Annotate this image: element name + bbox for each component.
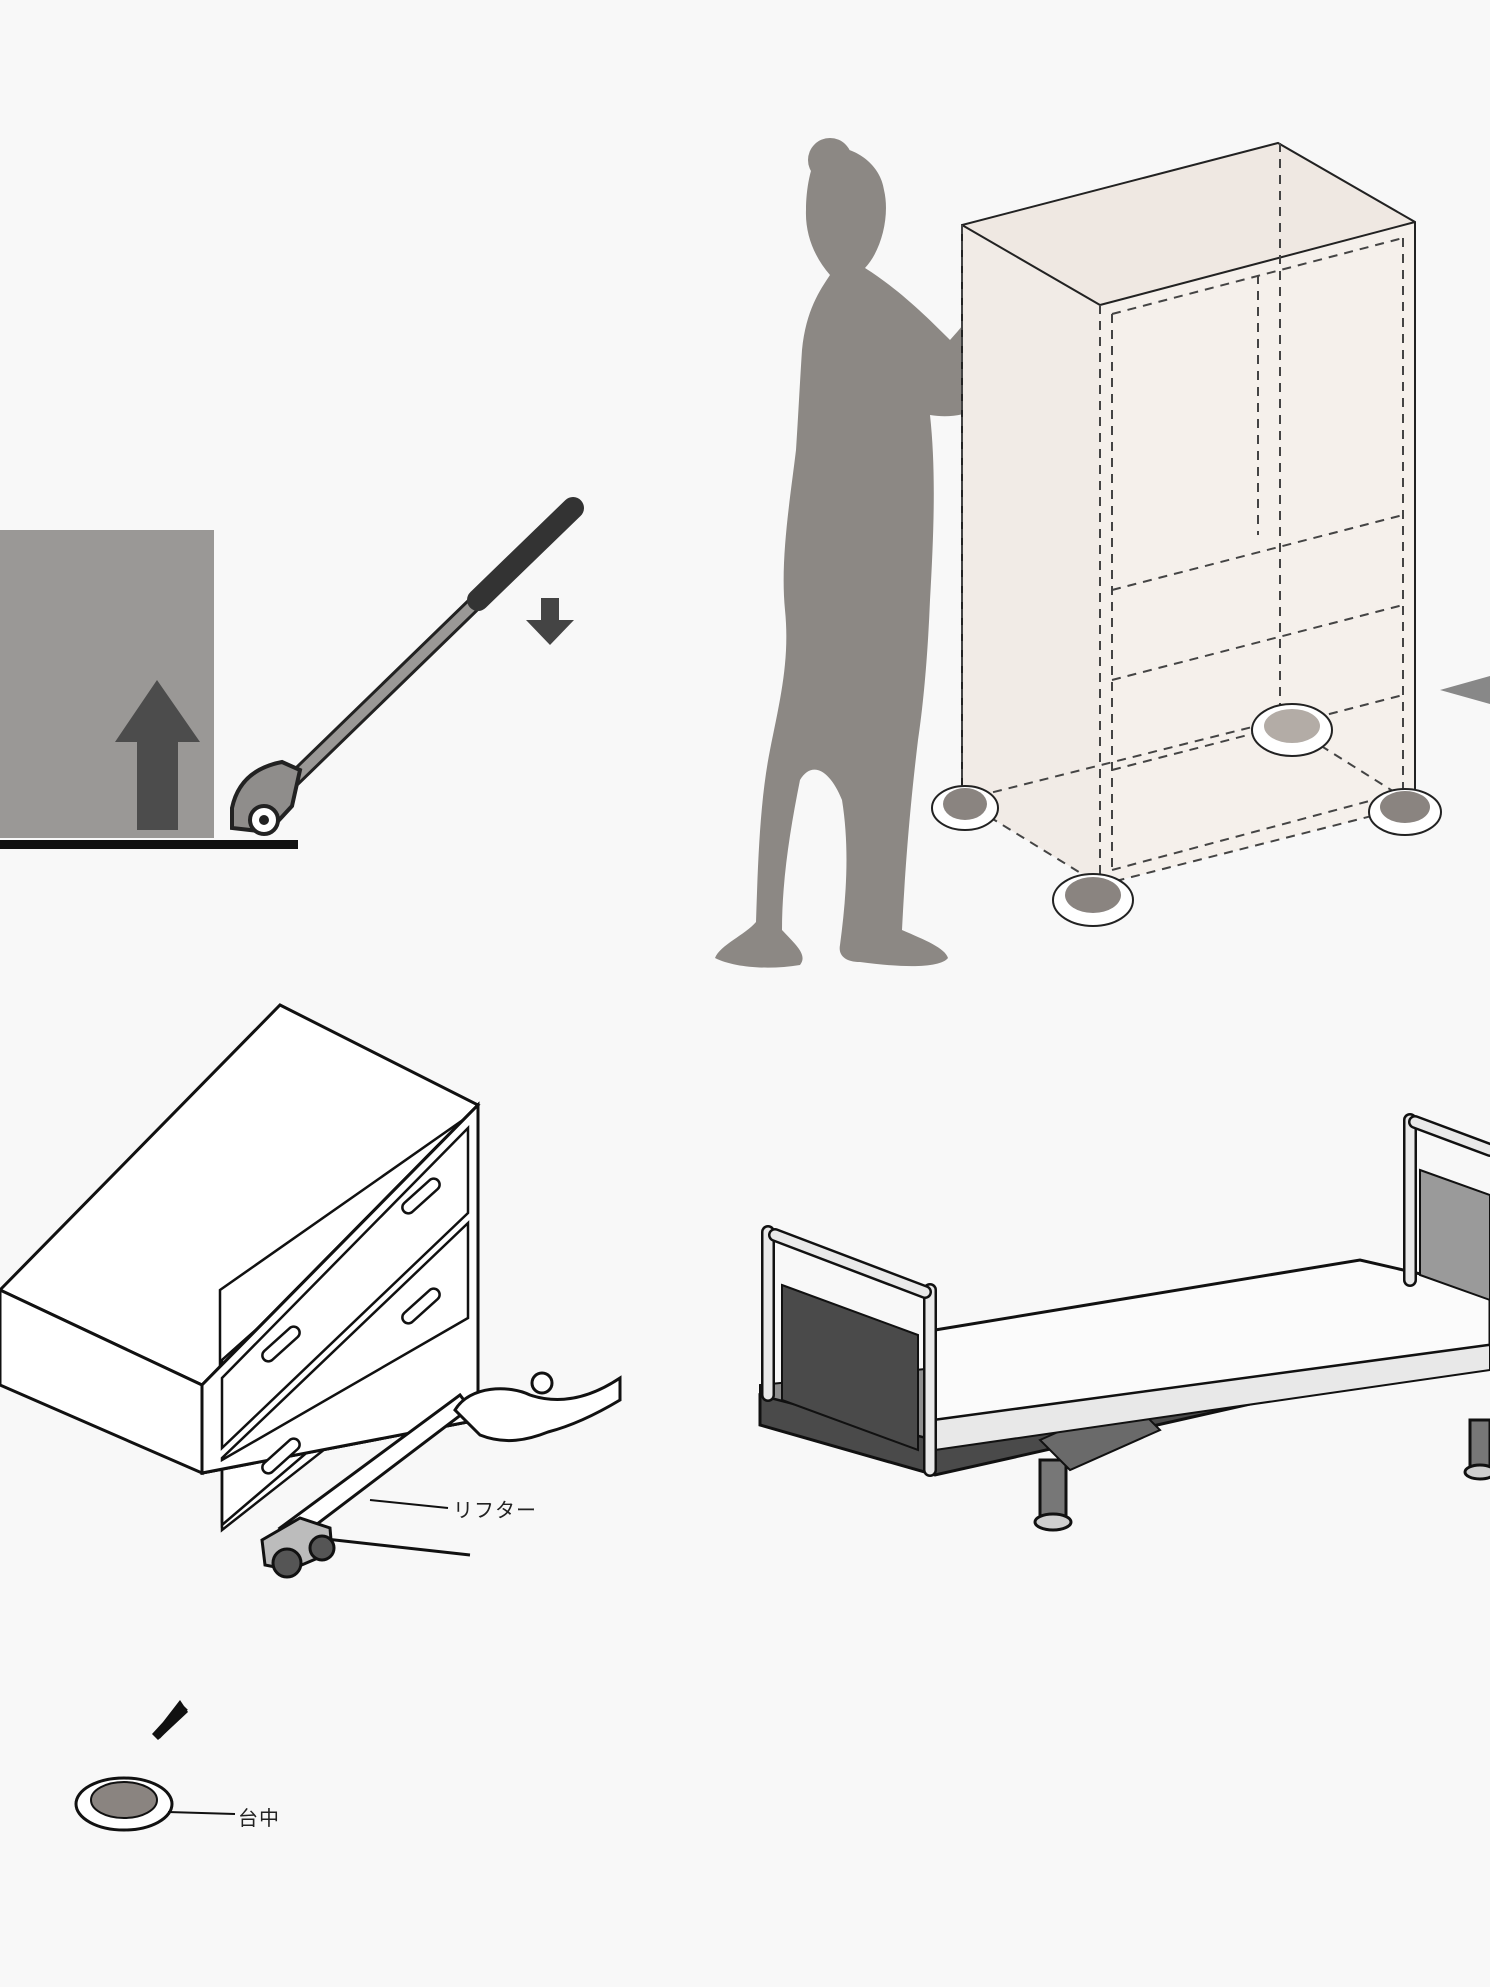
- lever-lift-diagram: [0, 497, 584, 849]
- dolly-label: 台中: [238, 1806, 280, 1830]
- side-arrow-partial: [1440, 676, 1490, 704]
- cabinet-outline: [961, 141, 1416, 805]
- handle-4: [261, 1437, 301, 1475]
- lifter-knob: [530, 1371, 554, 1395]
- floor-line: [0, 840, 298, 849]
- headboard: [1403, 1113, 1490, 1302]
- down-arrow: [526, 598, 574, 645]
- handle-2: [261, 1325, 301, 1363]
- dolly-leader-line: [167, 1811, 236, 1815]
- dolly-small: [74, 1700, 236, 1832]
- lever-wheel-hub: [259, 815, 269, 825]
- handle-3: [401, 1287, 441, 1325]
- headboard-panel: [1419, 1168, 1490, 1302]
- dolly-front-center: [1052, 873, 1134, 927]
- cabinet-moving-diagram: [715, 138, 1490, 968]
- lifter-label: リフター: [453, 1498, 537, 1522]
- dolly-arrow: [152, 1700, 188, 1740]
- dolly-front-right: [1368, 788, 1442, 836]
- lifter-wheel-2: [308, 1534, 336, 1562]
- lever-grip: [467, 497, 584, 611]
- lifter-wheel-1: [271, 1547, 303, 1579]
- lifter-leader-line: [369, 1499, 449, 1509]
- drawer-handles: [261, 1177, 441, 1475]
- lifter-tool: [260, 1371, 622, 1579]
- dolly-pad: [90, 1781, 158, 1819]
- bed-diagram: [758, 1113, 1490, 1532]
- handle-1: [401, 1177, 441, 1215]
- cabinet-side-face: [962, 225, 1100, 885]
- hand-outline: [453, 1375, 622, 1442]
- raised-box: [0, 530, 214, 838]
- cabinet-top-face: [962, 143, 1415, 305]
- up-arrow: [115, 680, 200, 830]
- footboard-panel: [781, 1283, 919, 1452]
- drawer-lower: [220, 1220, 470, 1463]
- bed-legs: [1033, 1418, 1490, 1532]
- dolly-front-left: [931, 785, 999, 831]
- person-hair-bun: [808, 138, 852, 182]
- dolly-back: [1251, 703, 1333, 757]
- footboard: [761, 1225, 937, 1477]
